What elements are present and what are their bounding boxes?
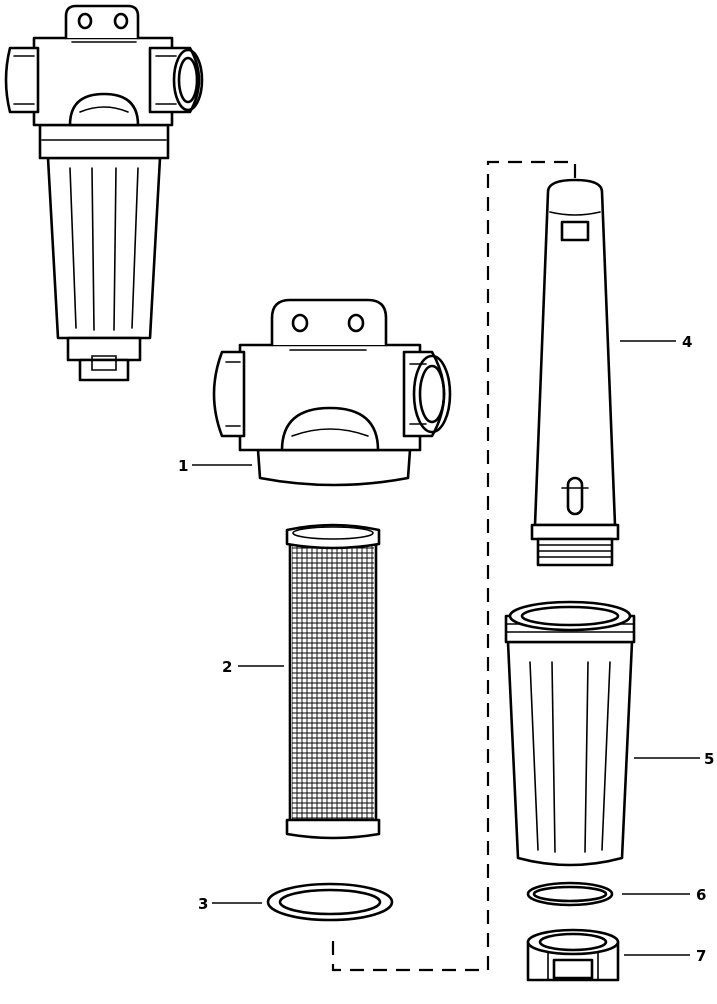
filter-bowl — [506, 602, 634, 865]
mesh-grid — [292, 543, 374, 819]
center-tube — [532, 180, 618, 565]
callout-7: 7 — [696, 947, 706, 965]
callout-2: 2 — [222, 658, 232, 676]
bottom-nut — [528, 930, 618, 980]
mesh-screen — [287, 525, 379, 838]
callout-1: 1 — [178, 457, 188, 475]
leader-lines — [192, 341, 700, 955]
callout-6: 6 — [696, 886, 706, 904]
callout-3: 3 — [198, 895, 208, 913]
filter-head — [214, 300, 450, 485]
callout-4: 4 — [682, 333, 692, 351]
callout-5: 5 — [704, 750, 714, 768]
small-o-ring — [528, 883, 612, 905]
assembled-filter — [6, 6, 202, 380]
assembly-dashed-line — [333, 162, 575, 970]
large-o-ring — [268, 884, 392, 920]
